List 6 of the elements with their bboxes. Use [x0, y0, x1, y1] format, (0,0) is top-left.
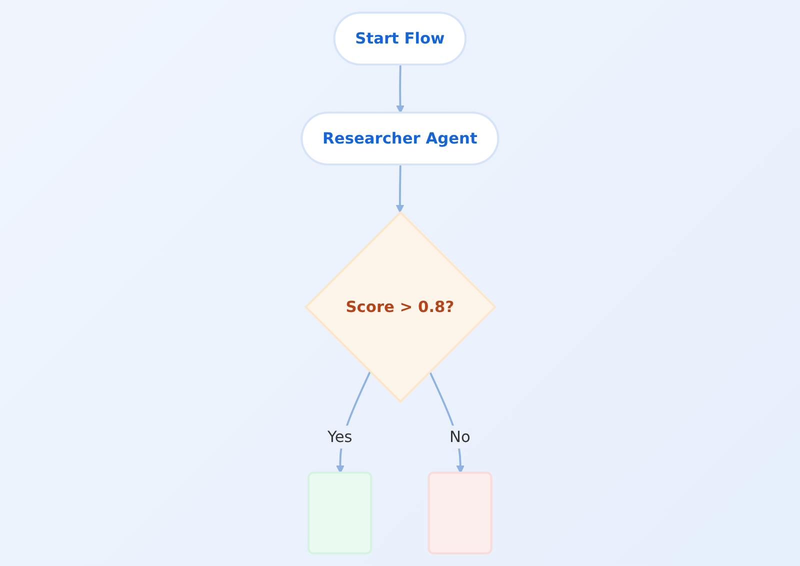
edge-label: Yes: [328, 427, 352, 446]
arrow: [428, 371, 465, 474]
arrow: [396, 164, 404, 213]
node-diamond: Score > 0.8?: [304, 211, 496, 403]
arrow: [396, 65, 405, 114]
edge-label: No: [450, 427, 471, 446]
